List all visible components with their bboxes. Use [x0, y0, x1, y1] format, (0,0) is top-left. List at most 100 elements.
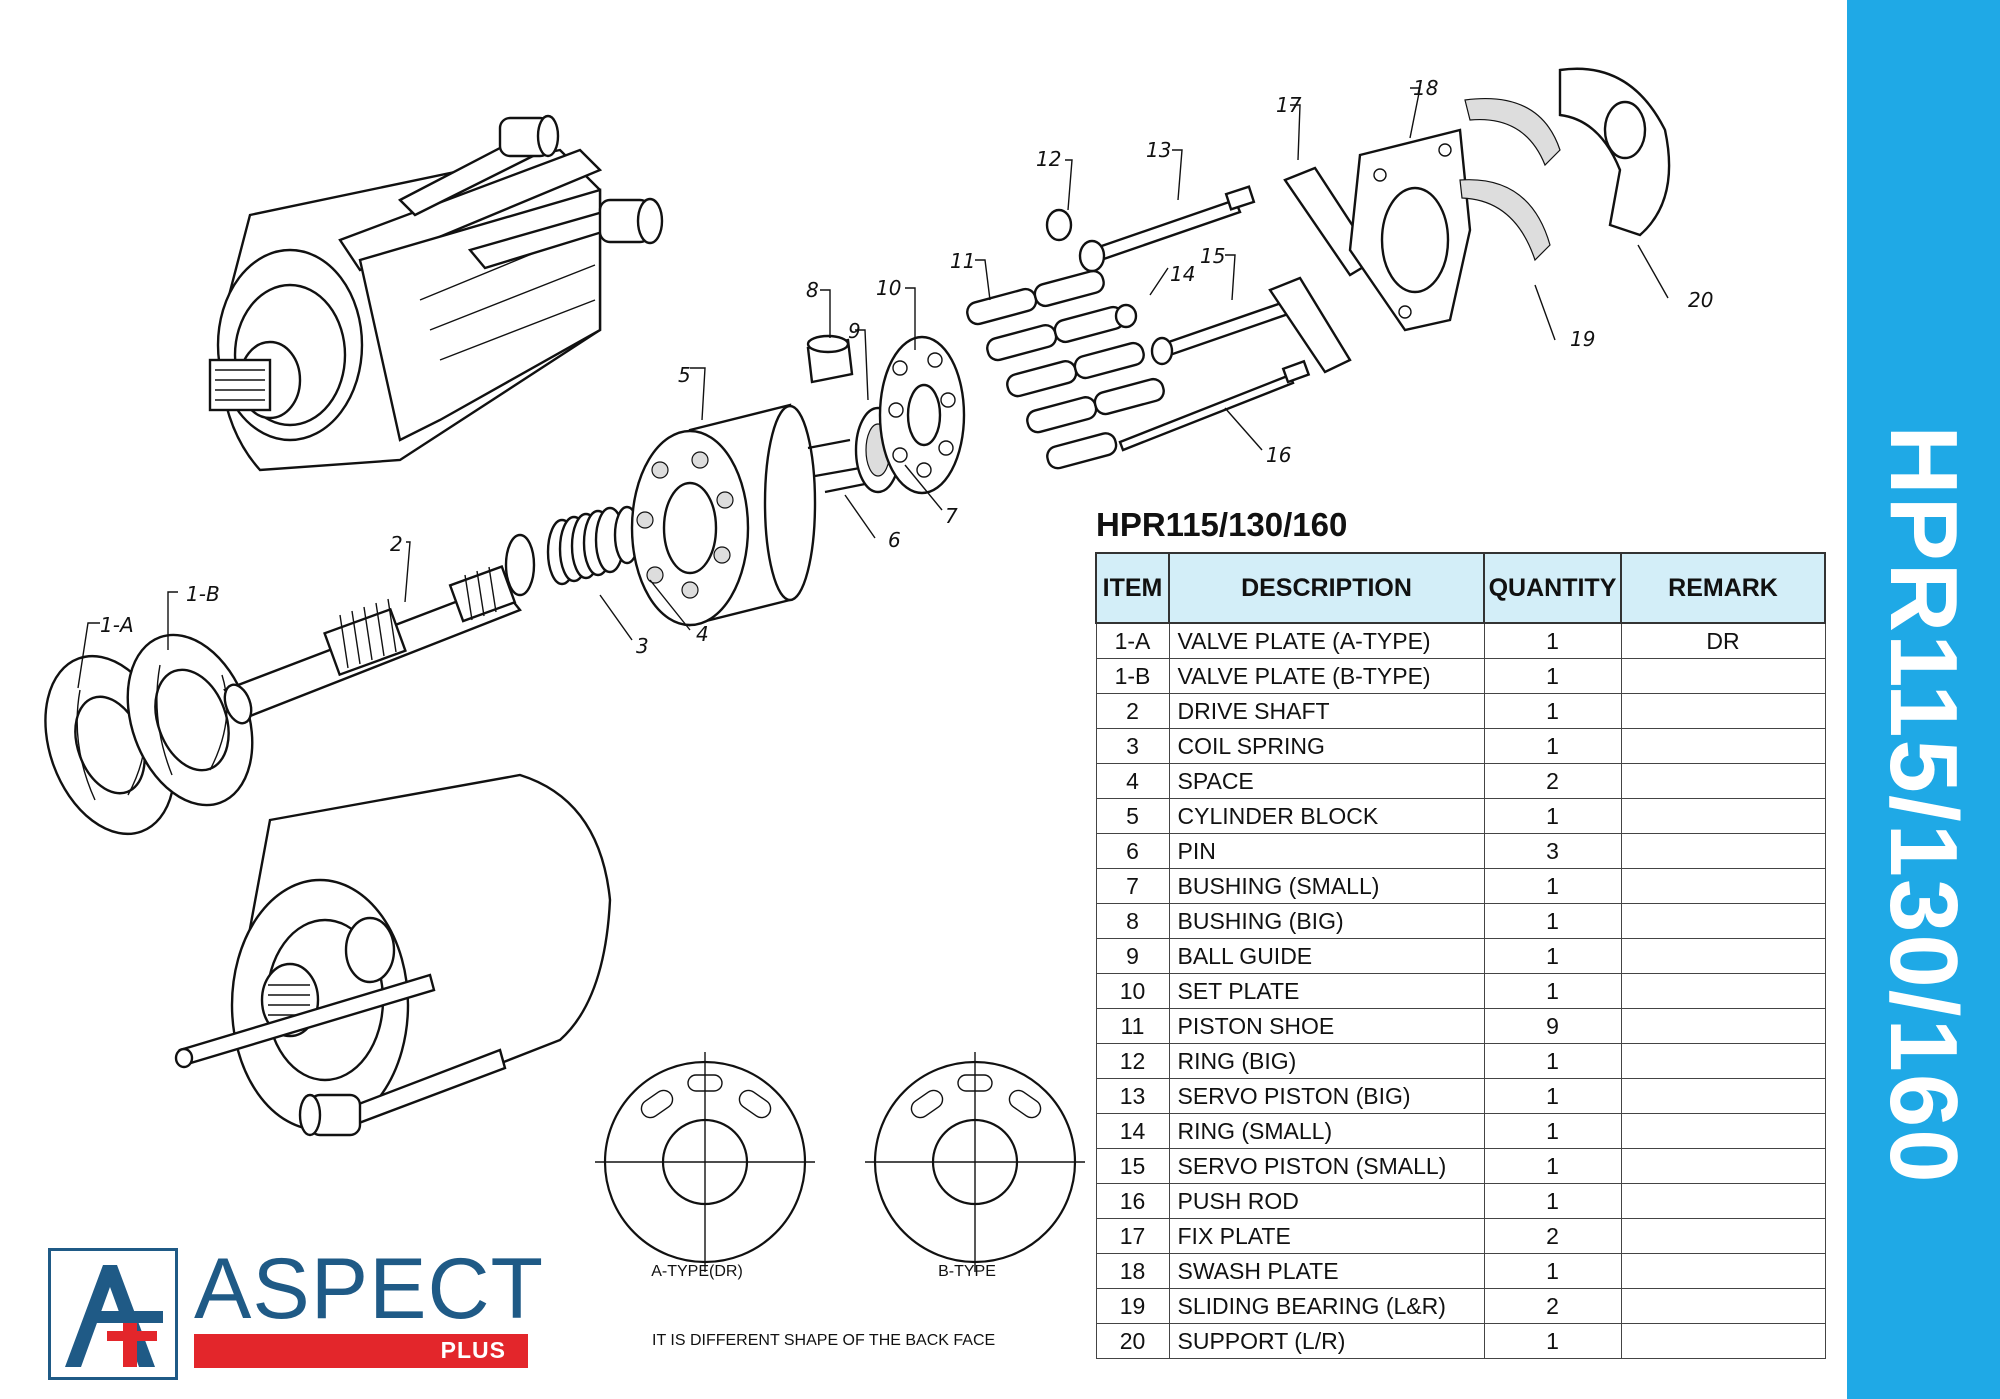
callout-1b: 1-B	[186, 582, 220, 606]
cell-description: BUSHING (BIG)	[1168, 903, 1485, 939]
cell-quantity: 1	[1483, 693, 1622, 729]
cell-quantity: 9	[1483, 1008, 1622, 1044]
logo-tagline: PLUS	[440, 1337, 506, 1363]
a-type-label: A-TYPE(DR)	[651, 1263, 743, 1280]
cell-item: 19	[1095, 1288, 1170, 1324]
callout-11: 11	[950, 249, 975, 273]
cell-quantity: 3	[1483, 833, 1622, 869]
callout-3: 3	[636, 634, 649, 658]
piston-shoes	[966, 269, 1165, 470]
cell-quantity: 1	[1483, 1253, 1622, 1289]
cell-quantity: 1	[1483, 798, 1622, 834]
cell-item: 17	[1095, 1218, 1170, 1254]
cell-quantity: 1	[1483, 622, 1622, 659]
callout-17: 17	[1276, 93, 1302, 117]
sidebar-title: HPR115/130/160	[1870, 425, 1977, 1185]
cell-quantity: 1	[1483, 973, 1622, 1009]
cell-quantity: 2	[1483, 1288, 1622, 1324]
cell-quantity: 2	[1483, 763, 1622, 799]
callout-1a: 1-A	[100, 613, 134, 637]
header-remark: REMARK	[1620, 552, 1826, 624]
cell-item: 7	[1095, 868, 1170, 904]
cell-description: DRIVE SHAFT	[1168, 693, 1485, 729]
header-description: DESCRIPTION	[1168, 552, 1485, 624]
b-type-label: B-TYPE	[938, 1263, 996, 1280]
cell-description: SPACE	[1168, 763, 1485, 799]
cell-quantity: 1	[1483, 1113, 1622, 1149]
cell-remark	[1620, 763, 1826, 799]
coil-spring	[504, 505, 641, 597]
pump-assembly-top	[208, 114, 664, 472]
cell-description: CYLINDER BLOCK	[1168, 798, 1485, 834]
callout-5: 5	[678, 363, 691, 387]
cell-remark	[1620, 1253, 1826, 1289]
callout-2: 2	[390, 532, 403, 556]
cell-remark	[1620, 973, 1826, 1009]
cell-quantity: 1	[1483, 868, 1622, 904]
cell-description: SERVO PISTON (BIG)	[1168, 1078, 1485, 1114]
cell-quantity: 1	[1483, 1183, 1622, 1219]
valve-plate-1b	[126, 633, 254, 807]
cell-item: 18	[1095, 1253, 1170, 1289]
cell-quantity: 1	[1483, 658, 1622, 694]
logo-mark	[48, 1248, 178, 1380]
b-type-face-view	[865, 1052, 1085, 1272]
callout-labels: 1-A 1-B 2 3 4 5 6 7 8 9 10 11 12 13 14 1…	[100, 76, 1713, 658]
cell-description: SWASH PLATE	[1168, 1253, 1485, 1289]
cell-remark	[1620, 868, 1826, 904]
back-face-note: IT IS DIFFERENT SHAPE OF THE BACK FACE	[652, 1332, 996, 1349]
cell-remark	[1620, 1113, 1826, 1149]
cell-quantity: 1	[1483, 1078, 1622, 1114]
cylinder-block	[630, 403, 817, 627]
callout-10: 10	[876, 276, 901, 300]
cell-remark	[1620, 1183, 1826, 1219]
cell-quantity: 1	[1483, 1148, 1622, 1184]
cell-item: 13	[1095, 1078, 1170, 1114]
cell-remark	[1620, 658, 1826, 694]
cell-quantity: 1	[1483, 1323, 1622, 1359]
cell-item: 16	[1095, 1183, 1170, 1219]
table-title: HPR115/130/160	[1096, 506, 1348, 543]
cell-item: 10	[1095, 973, 1170, 1009]
support	[1558, 67, 1671, 237]
ring-small	[1114, 303, 1138, 329]
cell-description: SLIDING BEARING (L&R)	[1168, 1288, 1485, 1324]
cell-quantity: 1	[1483, 903, 1622, 939]
cell-description: VALVE PLATE (B-TYPE)	[1168, 658, 1485, 694]
cell-quantity: 2	[1483, 1218, 1622, 1254]
ring-big	[1045, 208, 1073, 242]
exploded-parts-diagram: 1-A 1-B 2 3 4 5 6 7 8 9 10 11 12 13 14 1…	[44, 67, 1713, 1280]
cell-quantity: 1	[1483, 728, 1622, 764]
cell-remark: DR	[1620, 622, 1826, 659]
bushing-big	[806, 334, 854, 384]
cell-remark	[1620, 798, 1826, 834]
header-item: ITEM	[1095, 552, 1170, 624]
callout-16: 16	[1266, 443, 1291, 467]
cell-quantity: 1	[1483, 938, 1622, 974]
cell-description: VALVE PLATE (A-TYPE)	[1168, 622, 1485, 659]
cell-item: 6	[1095, 833, 1170, 869]
callout-9: 9	[848, 319, 861, 343]
servo-piston-big	[1078, 185, 1256, 273]
cell-remark	[1620, 903, 1826, 939]
cell-remark	[1620, 1008, 1826, 1044]
cell-description: COIL SPRING	[1168, 728, 1485, 764]
leader-lines	[77, 87, 1669, 689]
callout-20: 20	[1688, 288, 1713, 312]
cell-item: 4	[1095, 763, 1170, 799]
callout-8: 8	[806, 278, 819, 302]
